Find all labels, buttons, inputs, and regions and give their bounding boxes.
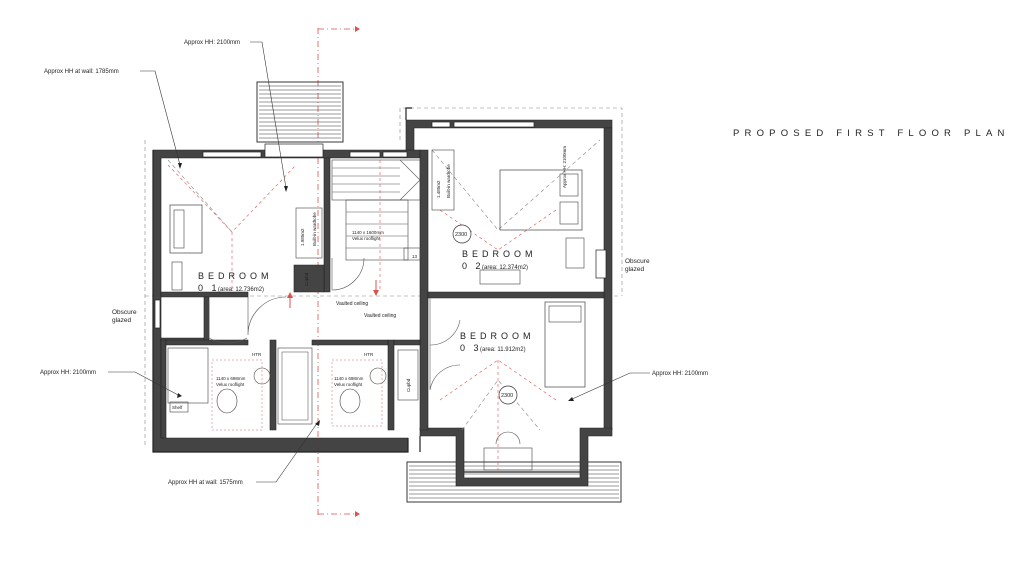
svg-text:Obscure: Obscure xyxy=(625,258,650,265)
svg-text:HTR: HTR xyxy=(364,352,374,357)
svg-text:Shelf: Shelf xyxy=(172,405,183,410)
svg-text:0 1: 0 1 xyxy=(198,283,220,293)
cupboard-stair: Cupbd xyxy=(297,267,321,291)
svg-text:glazed: glazed xyxy=(112,317,132,324)
bathroom-2: HTR 1140 x 698mm Velux rooflight xyxy=(331,352,387,427)
wardrobe-bedroom-01: 1.985m2 Built-in wardrobe xyxy=(295,207,323,259)
annotation-obscure-glazed-right: Obscure glazed xyxy=(625,258,650,273)
svg-text:1.485m2: 1.485m2 xyxy=(436,180,441,198)
svg-text:Approx HH: 2100mm: Approx HH: 2100mm xyxy=(652,371,708,377)
roof-ridges xyxy=(167,139,601,470)
svg-text:Approx HH: 2100mm: Approx HH: 2100mm xyxy=(562,146,567,188)
ceiling-height-marker-02: 2300 xyxy=(452,224,472,244)
cupboard-landing: Cupbd xyxy=(397,349,419,401)
svg-text:13: 13 xyxy=(412,254,418,259)
svg-text:Approx HH: 2100mm: Approx HH: 2100mm xyxy=(40,370,96,376)
svg-text:BEDROOM: BEDROOM xyxy=(460,331,535,341)
svg-text:BEDROOM: BEDROOM xyxy=(462,249,537,259)
annotation-hh-2100-left: Approx HH: 2100mm xyxy=(40,370,182,398)
svg-text:Velux rooflight: Velux rooflight xyxy=(216,382,245,387)
label-bedroom-01: BEDROOM 0 1 (area: 12.736m2) xyxy=(198,271,273,293)
svg-text:(area: 11.912m2): (area: 11.912m2) xyxy=(480,347,526,353)
svg-text:Velux rooflight: Velux rooflight xyxy=(334,382,363,387)
annotation-hh-wall-1785: Approx HH at wall: 1785mm xyxy=(44,69,182,169)
roof-overhang xyxy=(399,107,623,296)
annotation-hh-2100-right: Approx HH: 2100mm xyxy=(568,371,708,401)
annotation-obscure-glazed-left: Obscure glazed xyxy=(112,309,137,324)
svg-text:2300: 2300 xyxy=(455,232,467,238)
drawing-title: PROPOSED FIRST FLOOR PLAN xyxy=(733,128,1010,139)
svg-text:Built-in wardrobe: Built-in wardrobe xyxy=(446,164,451,198)
section-arrowhead-bottom xyxy=(355,511,360,517)
svg-text:Approx HH at wall: 1785mm: Approx HH at wall: 1785mm xyxy=(44,69,119,75)
section-arrowhead-top xyxy=(355,26,360,32)
bed-bedroom-03 xyxy=(483,301,586,471)
svg-text:HTR: HTR xyxy=(252,352,262,357)
red-arrows xyxy=(287,280,379,308)
svg-text:glazed: glazed xyxy=(625,266,645,273)
bed-bedroom-02: 1.485m2 Built-in wardrobe Approx HH: 210… xyxy=(431,146,585,285)
svg-text:Built-in wardrobe: Built-in wardrobe xyxy=(312,212,317,246)
svg-text:Approx HH: 2100mm: Approx HH: 2100mm xyxy=(184,40,240,46)
doors xyxy=(208,257,461,391)
ceiling-height-marker-03: 2300 xyxy=(498,385,518,405)
svg-text:Velux rooflight: Velux rooflight xyxy=(352,236,381,241)
svg-text:Cupbd: Cupbd xyxy=(406,378,411,392)
svg-text:Cupbd: Cupbd xyxy=(304,272,309,286)
bathroom-1: HTR 1140 x 698mm Velux rooflight Shelf xyxy=(167,347,271,431)
svg-text:0 3: 0 3 xyxy=(460,343,482,353)
label-bedroom-03: BEDROOM 0 3 (area: 11.912m2) xyxy=(460,331,535,353)
svg-text:1.985m2: 1.985m2 xyxy=(300,228,305,246)
svg-text:(area: 12.736m2): (area: 12.736m2) xyxy=(218,287,264,293)
svg-text:2300: 2300 xyxy=(501,393,513,399)
staircase: 13 1140 x 1600mm Velux rooflight xyxy=(331,159,421,261)
svg-text:Obscure: Obscure xyxy=(112,309,137,316)
svg-text:1140 x 698mm: 1140 x 698mm xyxy=(334,376,364,381)
internal-walls xyxy=(160,149,605,439)
vaulted-ceiling-label-1: Vaulted ceiling xyxy=(336,301,368,307)
svg-text:1140 x 1600mm: 1140 x 1600mm xyxy=(352,230,384,235)
annotation-hh-2100-top: Approx HH: 2100mm xyxy=(184,40,288,192)
vaulted-ceiling-label-2: Vaulted ceiling xyxy=(364,313,396,319)
shower xyxy=(277,347,313,425)
label-bedroom-02: BEDROOM 0 2 (area: 12.374m2) xyxy=(462,249,537,271)
svg-text:BEDROOM: BEDROOM xyxy=(198,271,273,281)
bed-bedroom-01 xyxy=(169,204,203,291)
svg-text:1140 x 698mm: 1140 x 698mm xyxy=(216,376,246,381)
svg-text:(area: 12.374m2): (area: 12.374m2) xyxy=(482,265,528,271)
svg-text:Approx HH at wall: 1575mm: Approx HH at wall: 1575mm xyxy=(168,480,243,486)
svg-text:0 2: 0 2 xyxy=(462,261,484,271)
annotation-hh-wall-1575: Approx HH at wall: 1575mm xyxy=(168,420,320,486)
